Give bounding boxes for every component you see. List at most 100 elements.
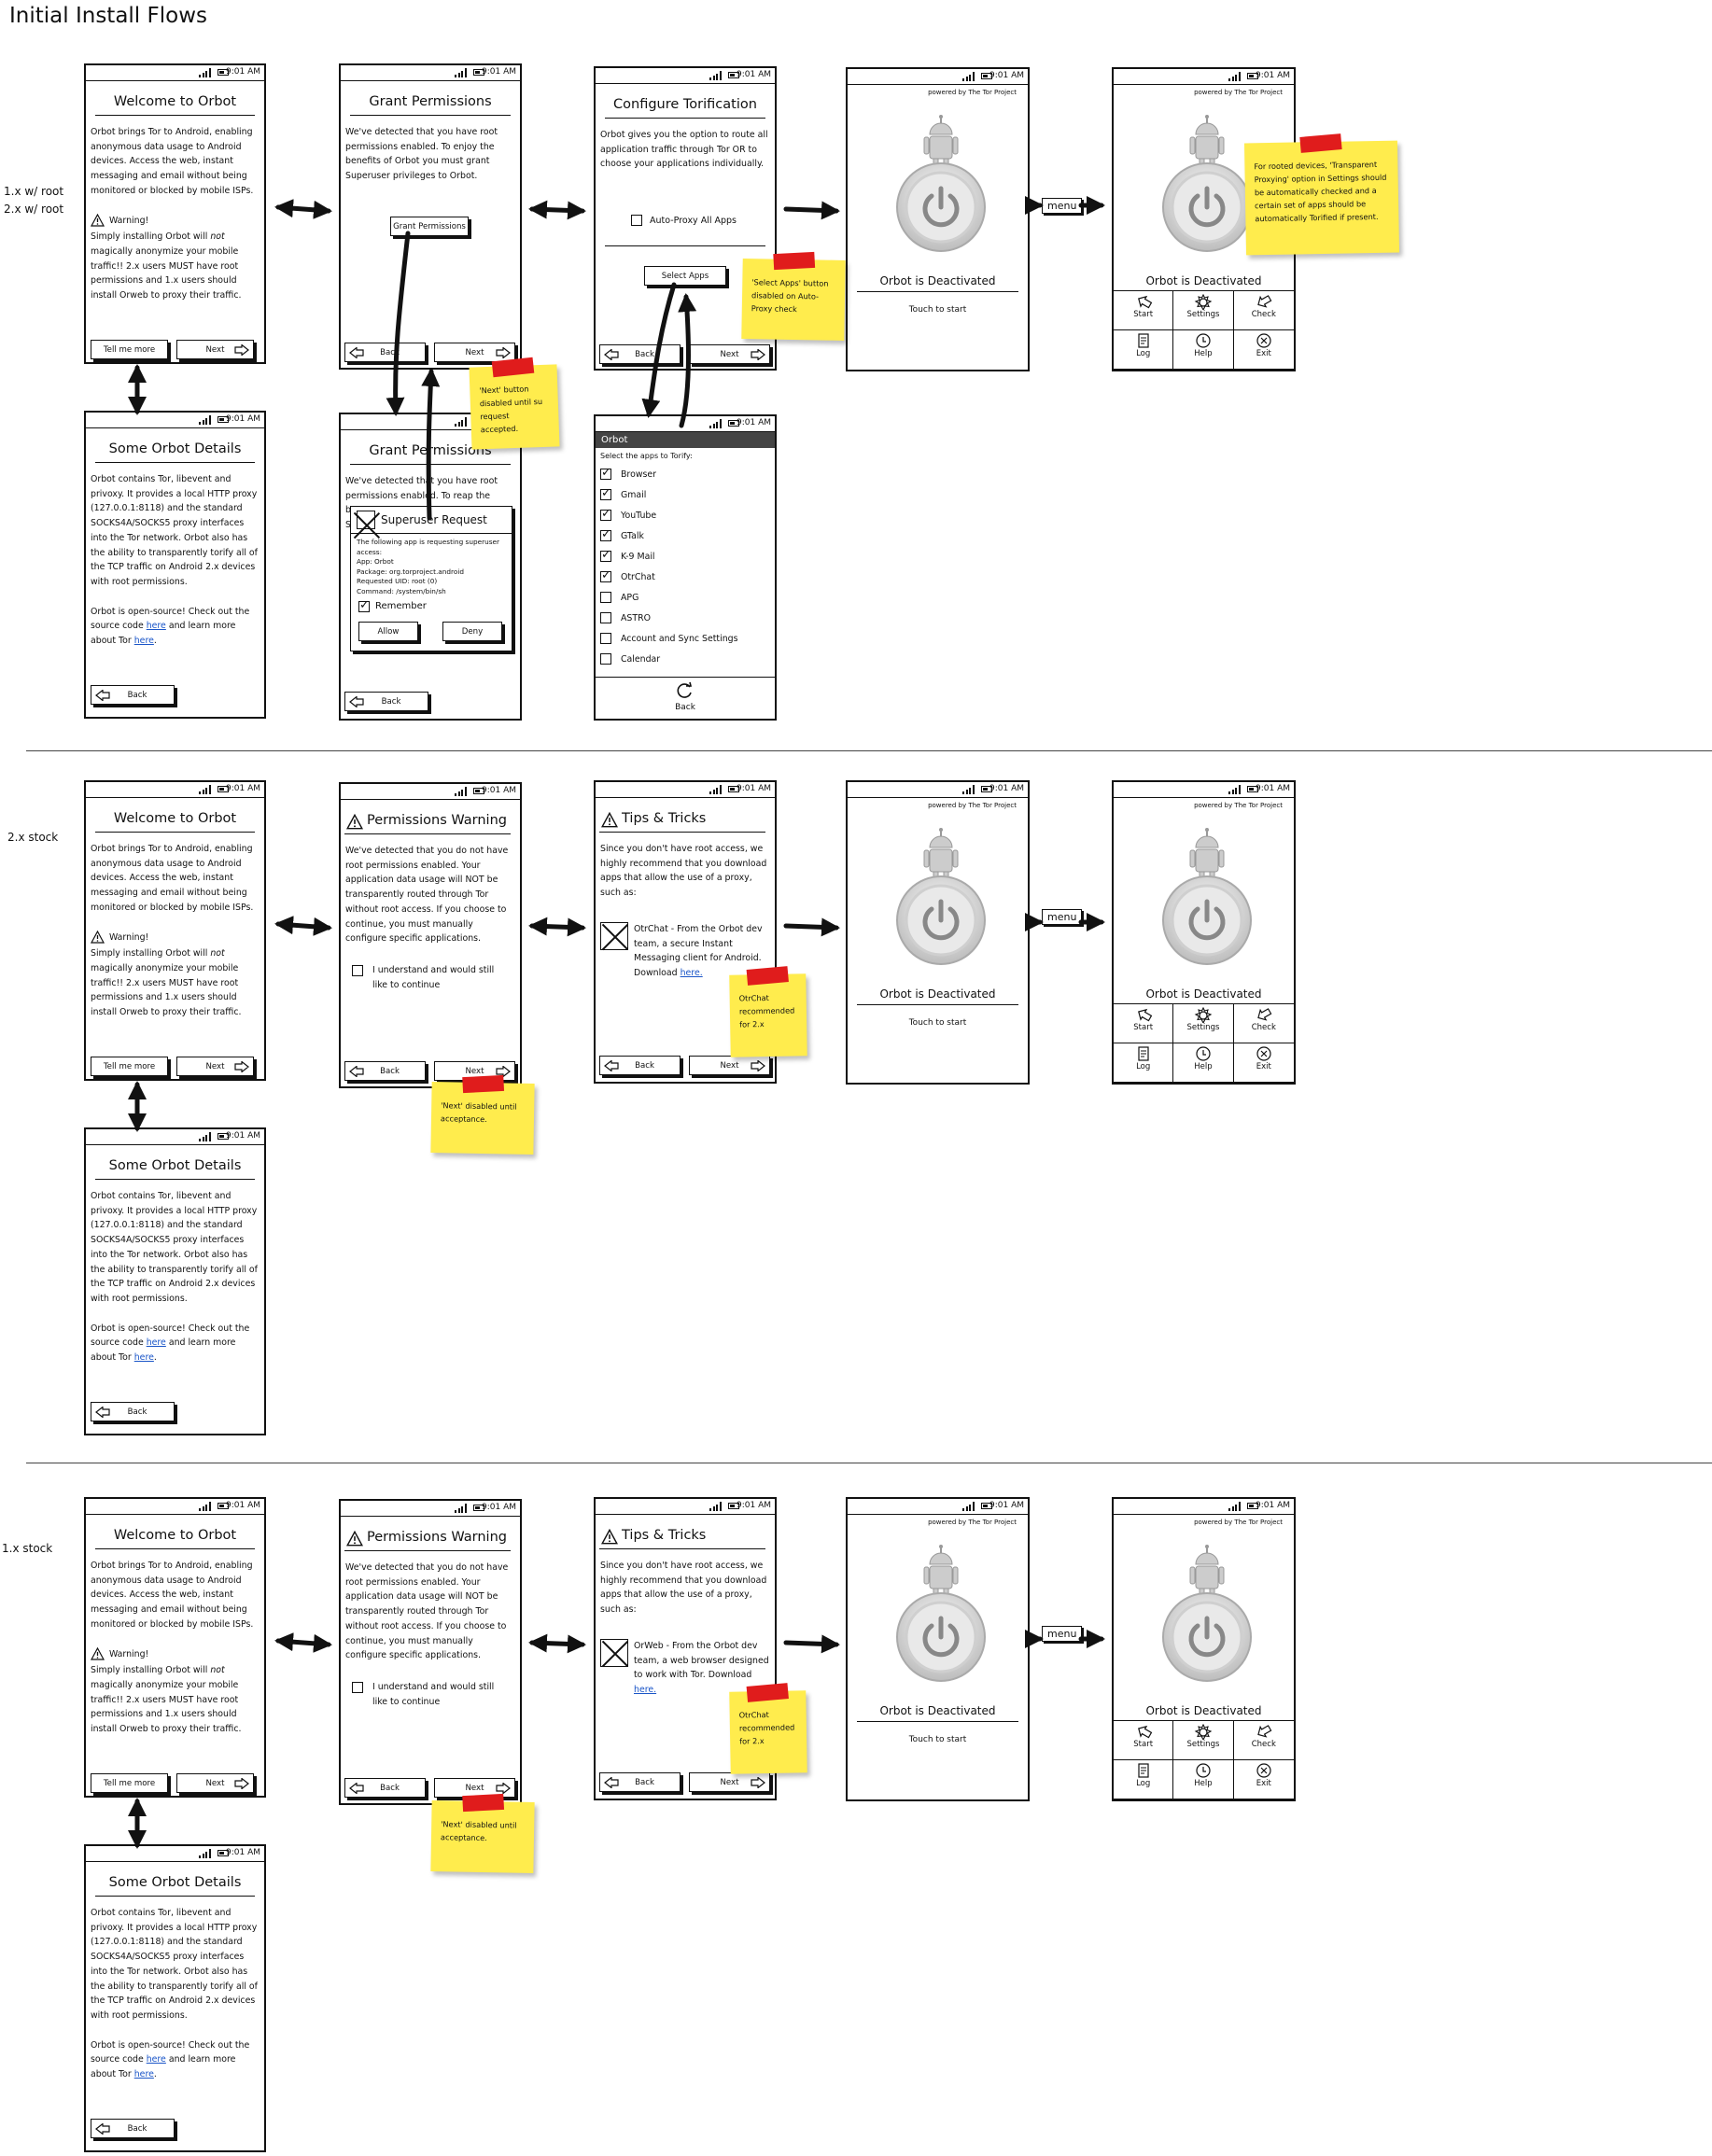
back-button[interactable]: Back bbox=[91, 685, 175, 705]
back-button[interactable]: Back bbox=[344, 1061, 426, 1081]
menu-item-settings[interactable]: Settings bbox=[1173, 291, 1234, 330]
app-list-item[interactable]: K-9 Mail bbox=[596, 546, 775, 567]
back-button[interactable]: Back bbox=[344, 692, 428, 711]
understand-checkbox[interactable] bbox=[352, 1682, 363, 1693]
next-button[interactable]: Next bbox=[434, 343, 515, 362]
menu-item-start[interactable]: Start bbox=[1114, 1004, 1174, 1043]
config-text: Orbot gives you the option to route all … bbox=[600, 130, 768, 170]
app-checkbox[interactable] bbox=[600, 507, 611, 521]
tor-link[interactable]: here bbox=[133, 1352, 154, 1364]
menu-item-exit[interactable]: Exit bbox=[1233, 1043, 1294, 1083]
onion-power-button[interactable] bbox=[1158, 1544, 1256, 1684]
download-link[interactable]: here. bbox=[634, 1685, 657, 1696]
back-button[interactable]: Back bbox=[91, 1402, 175, 1421]
back-button[interactable]: Back bbox=[599, 1772, 681, 1792]
source-link[interactable]: here bbox=[146, 1337, 166, 1349]
app-list-item[interactable]: ASTRO bbox=[596, 608, 775, 628]
onion-power-button[interactable] bbox=[892, 1544, 989, 1684]
onion-power-button[interactable] bbox=[1158, 827, 1256, 967]
warning-label: Warning! bbox=[109, 215, 149, 226]
next-button[interactable]: Next bbox=[689, 1056, 770, 1075]
auto-proxy-checkbox[interactable] bbox=[631, 215, 642, 226]
back-button[interactable]: Back bbox=[344, 343, 426, 362]
app-list-item[interactable]: Calendar bbox=[596, 649, 775, 669]
menu-item-start[interactable]: Start bbox=[1114, 291, 1174, 330]
understand-row[interactable]: I understand and would still like to con… bbox=[352, 963, 511, 992]
back-button[interactable]: Back bbox=[91, 2119, 175, 2138]
sticky-note: 'Select Apps' button disabled on Auto-Pr… bbox=[741, 251, 846, 341]
onion-power-button[interactable] bbox=[1158, 114, 1256, 254]
app-checkbox[interactable] bbox=[600, 653, 611, 665]
menu-item-settings[interactable]: Settings bbox=[1173, 1004, 1234, 1043]
note-text: For rooted devices, 'Transparent Proxyin… bbox=[1254, 159, 1387, 224]
app-list-item[interactable]: Account and Sync Settings bbox=[596, 628, 775, 649]
status-time: 9:01 AM bbox=[989, 71, 1024, 80]
note-text: OtrChat recommended for 2.x bbox=[738, 992, 795, 1029]
app-checkbox[interactable] bbox=[600, 592, 611, 603]
app-checkbox[interactable] bbox=[600, 527, 611, 541]
allow-button[interactable]: Allow bbox=[358, 622, 418, 641]
status-bar: 9:01 AM bbox=[596, 416, 775, 432]
menu-item-help[interactable]: Help bbox=[1173, 1043, 1234, 1083]
intro-text: Orbot brings Tor to Android, enabling an… bbox=[91, 844, 254, 913]
back-button[interactable]: Back bbox=[599, 344, 681, 364]
app-list-item[interactable]: Gmail bbox=[596, 484, 775, 505]
signal-icon bbox=[962, 72, 975, 81]
understand-row[interactable]: I understand and would still like to con… bbox=[352, 1680, 511, 1709]
source-link[interactable]: here bbox=[146, 621, 166, 632]
tor-link[interactable]: here bbox=[133, 2069, 154, 2080]
select-apps-button[interactable]: Select Apps bbox=[644, 266, 726, 286]
back-button[interactable]: Back bbox=[344, 1778, 426, 1798]
app-checkbox[interactable] bbox=[600, 466, 611, 480]
menu-item-help[interactable]: Help bbox=[1173, 330, 1234, 370]
menu-item-check[interactable]: Check bbox=[1233, 1721, 1294, 1760]
menu-item-log[interactable]: Log bbox=[1114, 330, 1174, 370]
menu-key-label: menu bbox=[1042, 198, 1083, 214]
app-checkbox[interactable] bbox=[600, 633, 611, 644]
menu-item-log[interactable]: Log bbox=[1114, 1043, 1174, 1083]
status-time: 9:01 AM bbox=[1256, 1501, 1290, 1510]
menu-item-help[interactable]: Help bbox=[1173, 1760, 1234, 1799]
menu-item-log[interactable]: Log bbox=[1114, 1760, 1174, 1799]
app-checkbox[interactable] bbox=[600, 568, 611, 582]
menu-item-exit[interactable]: Exit bbox=[1233, 1760, 1294, 1799]
app-list-item[interactable]: YouTube bbox=[596, 505, 775, 525]
app-list-item[interactable]: APG bbox=[596, 587, 775, 608]
app-list-item[interactable]: OtrChat bbox=[596, 567, 775, 587]
download-link[interactable]: here. bbox=[680, 968, 703, 979]
onion-power-button[interactable] bbox=[892, 114, 989, 254]
tor-link[interactable]: here bbox=[133, 636, 154, 647]
next-button[interactable]: Next bbox=[176, 1057, 254, 1076]
remember-checkbox[interactable] bbox=[358, 598, 370, 612]
next-button[interactable]: Next bbox=[176, 340, 254, 359]
next-button-label: Next bbox=[720, 349, 739, 359]
onion-power-button[interactable] bbox=[892, 827, 989, 967]
tell-me-more-button[interactable]: Tell me more bbox=[91, 1057, 168, 1076]
app-checkbox[interactable] bbox=[600, 548, 611, 562]
remember-row[interactable]: Remember bbox=[351, 598, 512, 612]
menu-item-check[interactable]: Check bbox=[1233, 291, 1294, 330]
arrow-right-icon bbox=[751, 348, 765, 361]
app-list-item[interactable]: Browser bbox=[596, 464, 775, 484]
understand-checkbox[interactable] bbox=[352, 965, 363, 976]
source-link[interactable]: here bbox=[146, 2054, 166, 2065]
grant-permissions-button[interactable]: Grant Permissions bbox=[390, 217, 469, 236]
menu-item-exit[interactable]: Exit bbox=[1233, 330, 1294, 370]
app-checkbox[interactable] bbox=[600, 612, 611, 623]
menu-key-label: menu bbox=[1042, 909, 1083, 925]
next-button[interactable]: Next bbox=[689, 344, 770, 364]
back-button[interactable]: Back bbox=[599, 1056, 681, 1075]
dialog-line: access: bbox=[357, 547, 383, 556]
tell-me-more-button[interactable]: Tell me more bbox=[91, 1773, 168, 1793]
next-button[interactable]: Next bbox=[176, 1773, 254, 1793]
next-button[interactable]: Next bbox=[689, 1772, 770, 1792]
menu-item-check[interactable]: Check bbox=[1233, 1004, 1294, 1043]
tell-me-more-button[interactable]: Tell me more bbox=[91, 340, 168, 359]
menu-item-start[interactable]: Start bbox=[1114, 1721, 1174, 1760]
menu-item-settings[interactable]: Settings bbox=[1173, 1721, 1234, 1760]
auto-proxy-row[interactable]: Auto-Proxy All Apps bbox=[631, 215, 737, 226]
back-bar[interactable]: Back bbox=[596, 677, 775, 719]
app-list-item[interactable]: GTalk bbox=[596, 525, 775, 546]
app-checkbox[interactable] bbox=[600, 486, 611, 500]
deny-button[interactable]: Deny bbox=[442, 622, 502, 641]
